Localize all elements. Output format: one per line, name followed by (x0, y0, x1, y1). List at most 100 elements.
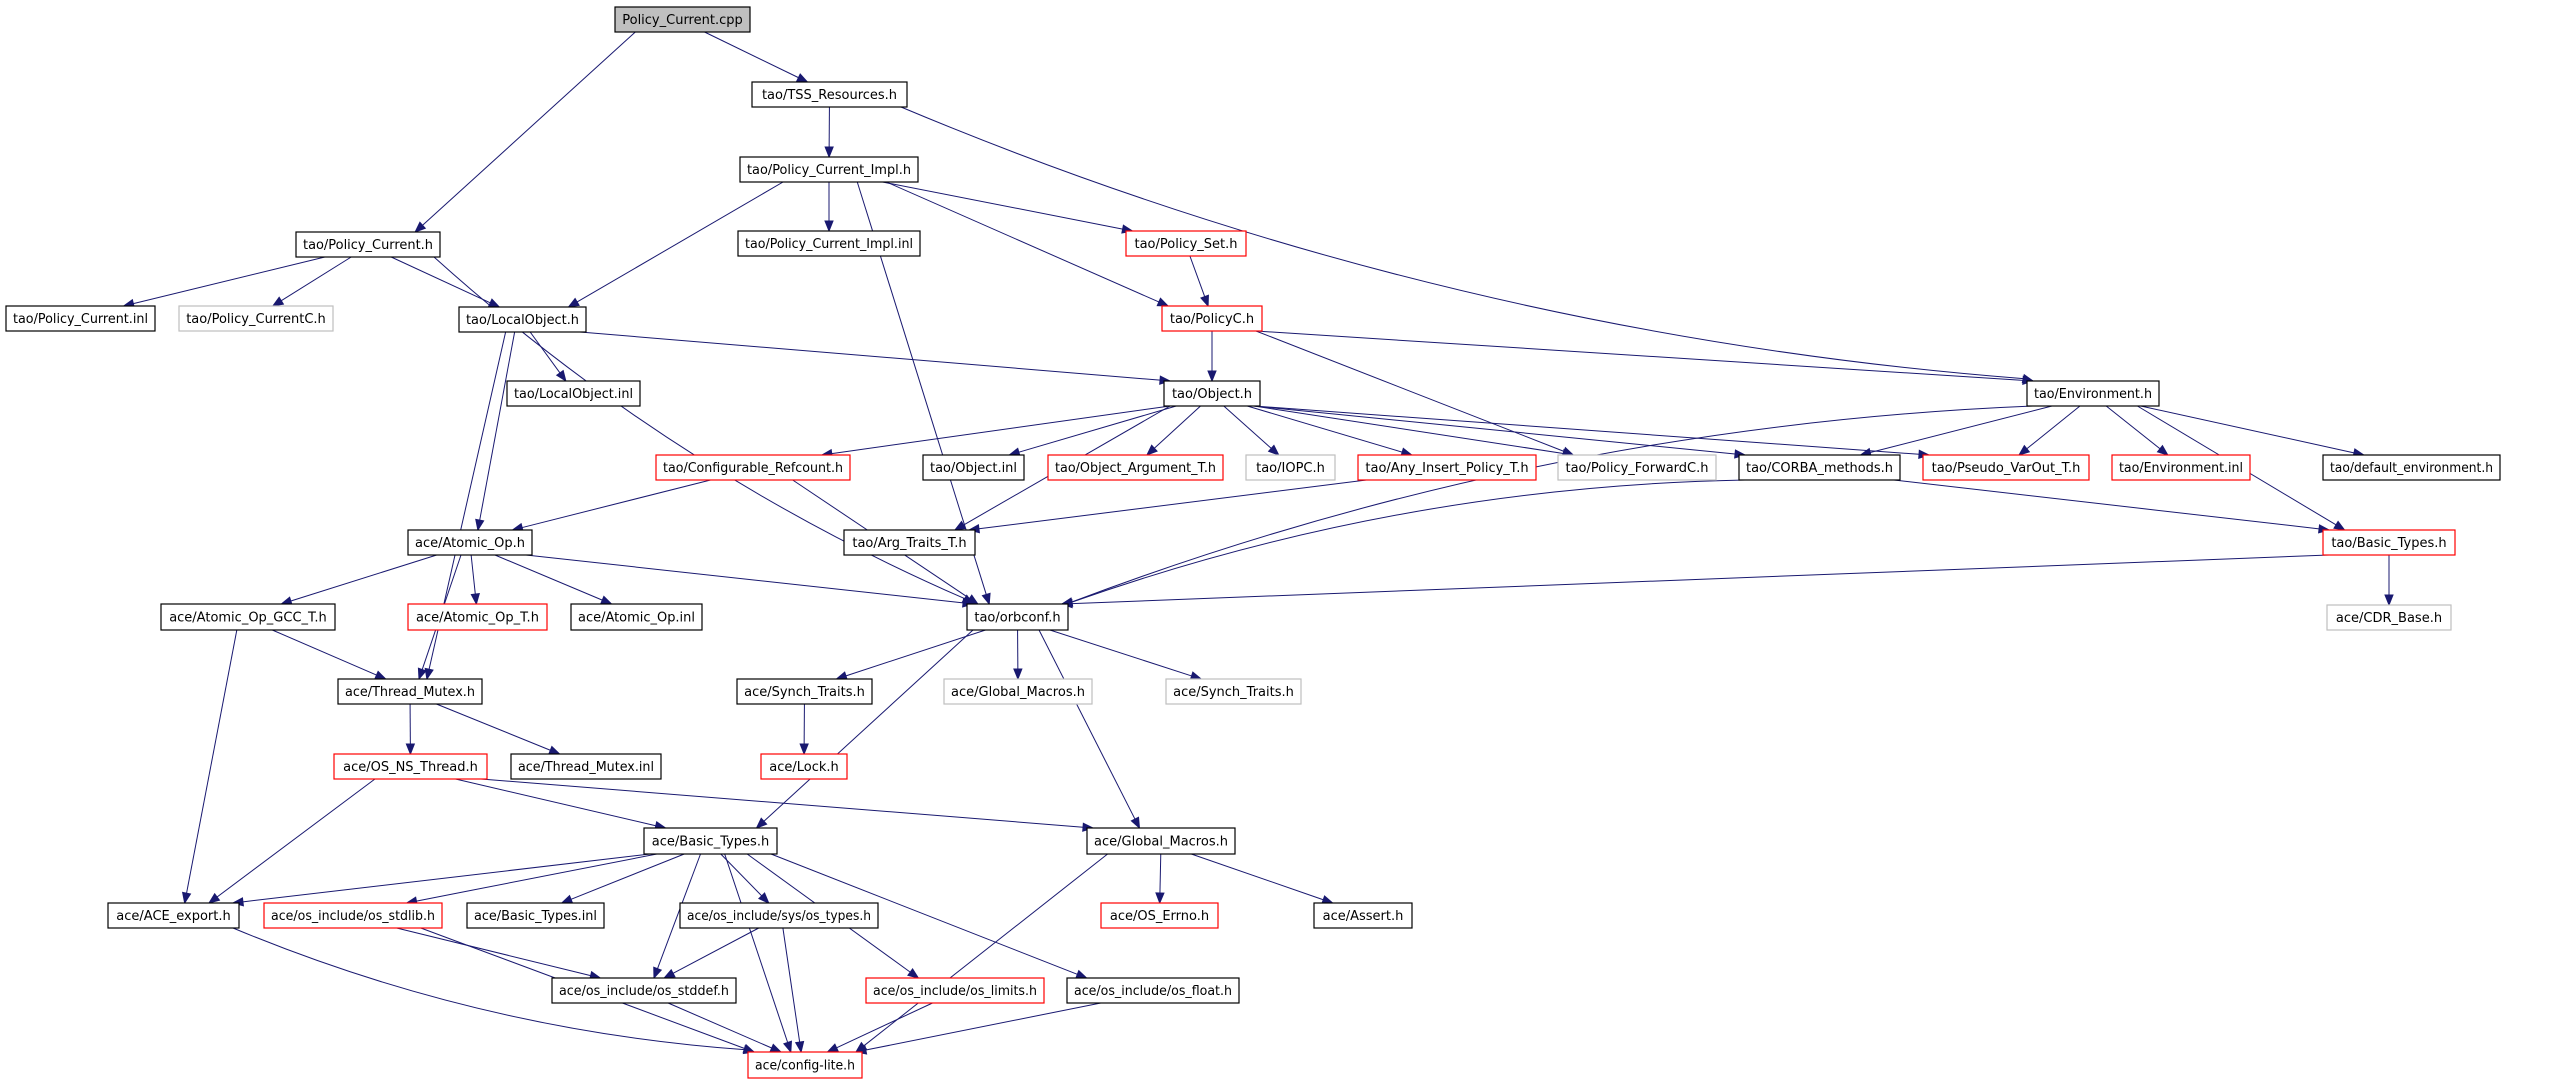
edge-line (1255, 330, 1565, 452)
node-label: ace/config-lite.h (755, 1059, 855, 1074)
node-tao-policy-current-impl-h[interactable]: tao/Policy_Current_Impl.h (739, 156, 919, 183)
edge-tao-orbconf-h-to-ace-basic-types-h (755, 629, 974, 829)
edge-line (1255, 330, 2024, 381)
node-label: ace/Basic_Types.inl (474, 909, 597, 924)
node-label: ace/Assert.h (1323, 909, 1404, 924)
node-ace-ace-export-h[interactable]: ace/ACE_export.h (107, 902, 240, 929)
node-tao-policy-currentc-h[interactable]: tao/Policy_CurrentC.h (178, 305, 334, 332)
node-tao-localobject-inl[interactable]: tao/LocalObject.inl (506, 380, 641, 407)
node-box (1100, 902, 1219, 929)
node-label: tao/Pseudo_VarOut_T.h (1932, 461, 2081, 476)
edge-ace-os-include-sys-os-types-h-to-ace-config-lite-h (782, 927, 805, 1054)
node-tao-policy-forwardc-h[interactable]: tao/Policy_ForwardC.h (1557, 454, 1717, 481)
edge-line (2026, 405, 2081, 450)
edge-line (390, 256, 491, 304)
node-box (1066, 977, 1240, 1004)
arrowhead-icon (548, 745, 561, 755)
node-ace-basic-types-inl[interactable]: ace/Basic_Types.inl (466, 902, 605, 929)
node-tao-basic-types-h[interactable]: tao/Basic_Types.h (2322, 529, 2456, 556)
node-tao-configurable-refcount-h[interactable]: tao/Configurable_Refcount.h (655, 454, 851, 481)
edge-tao-localobject-h-to-tao-localobject-inl (529, 331, 567, 383)
node-ace-global-macros-h[interactable]: ace/Global_Macros.h (1086, 827, 1236, 855)
node-tao-corba-methods-h[interactable]: tao/CORBA_methods.h (1738, 454, 1901, 481)
edge-tao-object-h-to-tao-policy-forwardc-h (1253, 405, 1575, 459)
node-tao-environment-h[interactable]: tao/Environment.h (2026, 380, 2160, 407)
arrowhead-icon (1145, 444, 1158, 456)
edge-line (1038, 629, 1136, 820)
node-tao-object-inl[interactable]: tao/Object.inl (922, 454, 1025, 481)
node-tao-policy-current-inl[interactable]: tao/Policy_Current.inl (5, 305, 156, 332)
node-tao-pseudo-varout-t-h[interactable]: tao/Pseudo_VarOut_T.h (1922, 454, 2090, 481)
edge-line (836, 1002, 933, 1049)
node-tao-environment-inl[interactable]: tao/Environment.inl (2111, 454, 2251, 481)
edge-line (1071, 554, 2330, 605)
node-ace-atomic-op-h[interactable]: ace/Atomic_Op.h (407, 529, 533, 556)
node-tao-default-environment-h[interactable]: tao/default_environment.h (2322, 454, 2501, 481)
node-ace-os-include-os-stddef-h[interactable]: ace/os_include/os_stddef.h (551, 977, 737, 1004)
node-ace-thread-mutex-inl[interactable]: ace/Thread_Mutex.inl (510, 753, 662, 780)
node-label: tao/IOPC.h (1256, 461, 1325, 476)
node-ace-os-include-sys-os-types-h[interactable]: ace/os_include/sys/os_types.h (679, 902, 879, 929)
edge-ace-basic-types-h-to-ace-os-include-os-stddef-h (653, 853, 701, 980)
node-ace-os-ns-thread-h[interactable]: ace/OS_NS_Thread.h (333, 753, 488, 780)
node-ace-atomic-op-t-h[interactable]: ace/Atomic_Op_T.h (407, 603, 548, 631)
node-box (1047, 454, 1224, 481)
edge-line (831, 405, 1171, 455)
edge-tao-policyc-h-to-tao-object-h (1207, 331, 1217, 383)
node-label: ace/Atomic_Op_GCC_T.h (169, 611, 327, 626)
arrowhead-icon (826, 1043, 840, 1053)
node-label: tao/Any_Insert_Policy_T.h (1365, 461, 1528, 476)
edge-line (479, 331, 516, 521)
node-tao-policy-set-h[interactable]: tao/Policy_Set.h (1125, 230, 1247, 257)
arrowhead-icon (600, 595, 613, 605)
node-ace-config-lite-h[interactable]: ace/config-lite.h (747, 1051, 863, 1079)
node-ace-synch-traits-h[interactable]: ace/Synch_Traits.h (736, 678, 873, 705)
node-label: ace/Basic_Types.h (652, 835, 769, 850)
node-ace-os-include-os-stdlib-h[interactable]: ace/os_include/os_stdlib.h (263, 902, 443, 929)
edge-tao-environment-h-to-tao-orbconf-h (1060, 405, 2034, 607)
node-box (458, 306, 587, 333)
node-tao-tss-resources-h[interactable]: tao/TSS_Resources.h (751, 81, 908, 108)
node-ace-os-include-os-float-h[interactable]: ace/os_include/os_float.h (1066, 977, 1240, 1004)
node-ace-cdr-base-h[interactable]: ace/CDR_Base.h (2326, 604, 2452, 631)
arrowhead-icon (2018, 444, 2031, 456)
node-ace-lock-h[interactable]: ace/Lock.h (760, 753, 848, 780)
node-label: ace/CDR_Base.h (2336, 611, 2442, 626)
node-tao-policyc-h[interactable]: tao/PolicyC.h (1161, 305, 1263, 332)
node-ace-global-macros-h[interactable]: ace/Global_Macros.h (943, 678, 1093, 705)
edge-line (882, 181, 1123, 230)
node-ace-basic-types-h[interactable]: ace/Basic_Types.h (643, 827, 778, 855)
node-ace-atomic-op-gcc-t-h[interactable]: ace/Atomic_Op_GCC_T.h (160, 603, 336, 631)
edge-ace-synch-traits-h-to-ace-lock-h (799, 703, 809, 756)
node-tao-policy-current-impl-inl[interactable]: tao/Policy_Current_Impl.inl (737, 230, 921, 257)
node-tao-object-argument-t-h[interactable]: tao/Object_Argument_T.h (1047, 454, 1224, 481)
edge-line (1253, 405, 1736, 455)
node-tao-orbconf-h[interactable]: tao/orbconf.h (966, 603, 1069, 631)
node-tao-localobject-h[interactable]: tao/LocalObject.h (458, 306, 587, 333)
node-tao-object-h[interactable]: tao/Object.h (1163, 380, 1261, 407)
node-label: ace/OS_NS_Thread.h (343, 760, 478, 775)
edge-tao-environment-h-to-tao-pseudo-varout-t-h (2018, 405, 2081, 456)
edge-line (886, 181, 1160, 303)
node-ace-os-include-os-limits-h[interactable]: ace/os_include/os_limits.h (865, 977, 1045, 1004)
node-label: tao/Policy_Set.h (1134, 237, 1237, 252)
node-ace-os-errno-h[interactable]: ace/OS_Errno.h (1100, 902, 1219, 929)
node-label: ace/os_include/os_limits.h (873, 984, 1037, 999)
edge-ace-basic-types-h-to-ace-os-include-sys-os-types-h (720, 853, 770, 904)
node-label: Policy_Current.cpp (622, 13, 743, 28)
node-label: tao/Policy_Current.h (303, 238, 433, 253)
node-ace-assert-h[interactable]: ace/Assert.h (1313, 902, 1413, 929)
node-ace-thread-mutex-h[interactable]: ace/Thread_Mutex.h (337, 678, 483, 705)
node-tao-policy-current-h[interactable]: tao/Policy_Current.h (295, 231, 441, 258)
edge-line (529, 331, 561, 374)
node-tao-any-insert-policy-t-h[interactable]: tao/Any_Insert_Policy_T.h (1357, 454, 1537, 481)
node-policy-current-cpp[interactable]: Policy_Current.cpp (614, 6, 751, 33)
node-tao-arg-traits-t-h[interactable]: tao/Arg_Traits_T.h (843, 529, 976, 556)
node-box (466, 902, 605, 929)
edge-line (1189, 255, 1206, 297)
node-ace-atomic-op-inl[interactable]: ace/Atomic_Op.inl (570, 603, 703, 631)
node-box (737, 230, 921, 257)
node-tao-iopc-h[interactable]: tao/IOPC.h (1245, 454, 1336, 481)
node-ace-synch-traits-h[interactable]: ace/Synch_Traits.h (1165, 678, 1302, 705)
